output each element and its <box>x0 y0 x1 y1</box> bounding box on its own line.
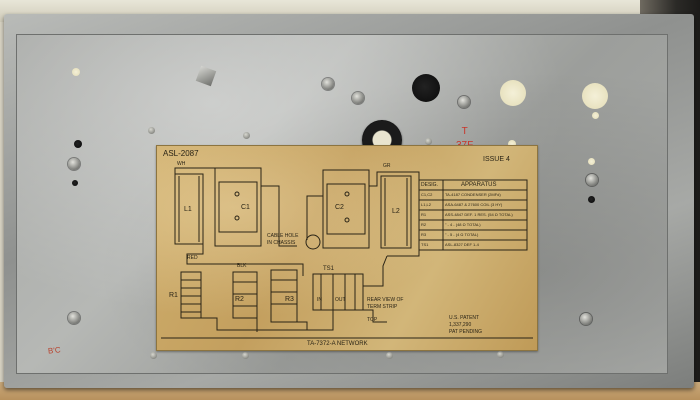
coil-l1-outline <box>174 173 204 245</box>
rear-view-label-line2: TERM STRIP <box>367 304 398 310</box>
mounting-hole <box>500 80 526 106</box>
screw-head <box>425 138 432 145</box>
condenser-c2-outline <box>322 169 370 249</box>
label-r3: R3 <box>285 296 294 303</box>
resistor-r1-outline <box>180 271 202 319</box>
table-row-apparatus: ASA-6487 & 27600 COIL (3 HY) <box>445 202 503 207</box>
rear-view-label-line1: REAR VIEW OF <box>367 297 404 303</box>
hex-nut <box>458 96 470 108</box>
resistor-r2-outline <box>232 271 258 319</box>
condenser-c1-outline <box>214 167 262 247</box>
resistor-r3-outline <box>270 269 298 323</box>
table-header-desig: DESIG. <box>421 182 438 188</box>
small-hole <box>72 68 80 76</box>
screw-head <box>242 352 249 359</box>
table-row-apparatus: ASS-4847 DEF. 1 RES. (54 Ω TOTAL) <box>445 212 513 217</box>
decal-title: TA-7372-A NETWORK <box>307 341 368 347</box>
cable-hole-label-line1: CABLE HOLE <box>267 233 299 239</box>
screw-head <box>148 127 155 134</box>
table-header-apparatus: APPARATUS <box>461 182 497 188</box>
hex-nut <box>580 313 592 325</box>
schematic-decal: ASL-2087 ISSUE 4 WH L1 C1 C2 L2 GR RED B… <box>156 145 538 351</box>
apparatus-table-frame <box>418 179 528 251</box>
schematic-drawing <box>161 167 533 339</box>
label-ts1: TS1 <box>323 266 335 272</box>
screw-head <box>243 132 250 139</box>
hex-nut <box>352 92 364 104</box>
label-in: IN <box>317 297 322 303</box>
table-row-desig: C1,C2 <box>421 192 433 197</box>
patent-line-3: PAT PENDING <box>449 329 483 335</box>
label-r2: R2 <box>235 296 244 303</box>
table-row-apparatus: TA-4187 CONDENSER (2MFd) <box>445 192 501 197</box>
table-row-apparatus: ASL-8327 DEF 1-4 <box>445 242 479 247</box>
small-hole <box>72 180 78 186</box>
table-row-apparatus: " - 4 - (48 Ω TOTAL) <box>445 222 481 227</box>
table-row-apparatus: " - 5 - (4 Ω TOTAL) <box>445 232 479 237</box>
table-row-desig: R1 <box>421 212 427 217</box>
label-blk: BLK <box>237 263 247 269</box>
cable-hole-symbol <box>305 234 321 250</box>
label-c2: C2 <box>335 204 344 211</box>
label-l2: L2 <box>392 208 400 215</box>
screw-head <box>150 352 157 359</box>
top-label: TOP <box>367 317 378 323</box>
label-out: OUT <box>335 297 346 303</box>
decal-issue: ISSUE 4 <box>483 156 510 163</box>
cable-hole-label-line2: IN CHASSIS <box>267 240 296 246</box>
patent-line-2: 1,337,290 <box>449 322 472 328</box>
label-gr: GR <box>383 163 391 169</box>
table-row-desig: R3 <box>421 232 427 237</box>
label-c1: C1 <box>241 204 250 211</box>
screw-head <box>497 351 504 358</box>
term-strip-ts1-outline <box>312 273 364 311</box>
label-l1: L1 <box>184 206 192 213</box>
small-hole <box>508 140 516 148</box>
patent-line-1: U.S. PATENT <box>449 315 480 321</box>
label-wh: WH <box>177 161 186 167</box>
small-hole <box>74 140 82 148</box>
table-row-desig: R2 <box>421 222 427 227</box>
coil-l2-outline <box>380 175 412 249</box>
hex-nut <box>68 312 80 324</box>
hex-nut <box>586 174 598 186</box>
small-hole <box>592 112 599 119</box>
small-hole <box>588 158 595 165</box>
table-row-desig: L1,L2 <box>421 202 432 207</box>
hex-nut <box>322 78 334 90</box>
mounting-hole <box>582 83 608 109</box>
decal-part-number: ASL-2087 <box>163 149 199 158</box>
screw-head <box>386 352 393 359</box>
label-red: RED <box>187 255 198 261</box>
red-mark-t: T <box>461 126 468 137</box>
table-row-desig: TS1 <box>421 242 429 247</box>
red-scribble-mark: B'C <box>47 345 62 356</box>
mounting-hole <box>412 74 440 102</box>
hex-nut <box>68 158 80 170</box>
small-hole <box>588 196 595 203</box>
label-r1: R1 <box>169 292 178 299</box>
